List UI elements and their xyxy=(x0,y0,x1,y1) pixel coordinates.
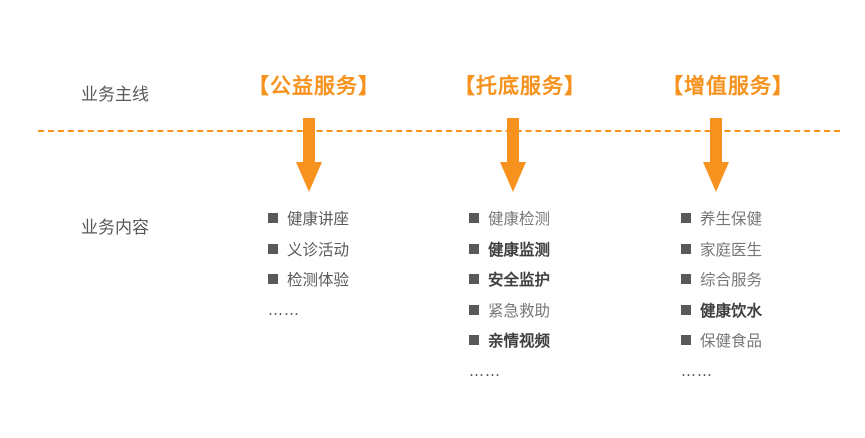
list-item-label: 紧急救助 xyxy=(488,301,551,320)
list-item: 健康饮水 xyxy=(681,295,762,326)
list-item-label: 健康饮水 xyxy=(700,301,763,320)
square-bullet-icon xyxy=(681,335,691,346)
square-bullet-icon xyxy=(469,243,479,254)
list-item: 健康监测 xyxy=(469,234,550,265)
list-item-label: 检测体验 xyxy=(287,271,350,290)
value-added-item-list: 养生保健 家庭医生 综合服务 健康饮水 保健食品 …… xyxy=(681,203,762,386)
title-value-added-service: 【增值服务】 xyxy=(662,74,794,98)
square-bullet-icon xyxy=(681,274,691,285)
more-ellipsis: …… xyxy=(268,300,300,319)
list-item-label: 亲情视频 xyxy=(488,332,551,351)
title-basic-support-service: 【托底服务】 xyxy=(454,74,586,98)
square-bullet-icon xyxy=(681,243,691,254)
square-bullet-icon xyxy=(681,213,691,224)
list-item-label: 健康监测 xyxy=(488,240,551,259)
list-item-label: 安全监护 xyxy=(488,271,551,290)
list-item: 综合服务 xyxy=(681,264,762,295)
row-label-content: 业务内容 xyxy=(81,218,149,238)
list-item: 健康讲座 xyxy=(268,203,349,234)
more-ellipsis: …… xyxy=(469,361,501,380)
row-label-main-line: 业务主线 xyxy=(81,85,149,105)
more-ellipsis: …… xyxy=(681,361,713,380)
list-item: 安全监护 xyxy=(469,264,550,295)
down-arrow-icon xyxy=(296,118,322,192)
square-bullet-icon xyxy=(469,304,479,315)
list-item: 保健食品 xyxy=(681,325,762,356)
dashed-divider-line xyxy=(38,130,840,132)
list-item: 养生保健 xyxy=(681,203,762,234)
list-item: 家庭医生 xyxy=(681,234,762,265)
list-item: 紧急救助 xyxy=(469,295,550,326)
down-arrow-icon xyxy=(703,118,729,192)
public-welfare-item-list: 健康讲座 义诊活动 检测体验 …… xyxy=(268,203,349,325)
list-item: 检测体验 xyxy=(268,264,349,295)
list-item-label: 保健食品 xyxy=(700,332,763,351)
list-item-label: 养生保健 xyxy=(700,210,763,229)
title-public-welfare-service: 【公益服务】 xyxy=(248,74,380,98)
list-item-label: 综合服务 xyxy=(700,271,763,290)
down-arrow-icon xyxy=(500,118,526,192)
list-item: 义诊活动 xyxy=(268,234,349,265)
square-bullet-icon xyxy=(268,274,278,285)
square-bullet-icon xyxy=(681,304,691,315)
list-item-label: 健康讲座 xyxy=(287,210,350,229)
basic-support-item-list: 健康检测 健康监测 安全监护 紧急救助 亲情视频 …… xyxy=(469,203,550,386)
square-bullet-icon xyxy=(469,213,479,224)
list-item-label: 家庭医生 xyxy=(700,240,763,259)
square-bullet-icon xyxy=(469,274,479,285)
list-item-label: 义诊活动 xyxy=(287,240,350,259)
list-item: 健康检测 xyxy=(469,203,550,234)
square-bullet-icon xyxy=(469,335,479,346)
list-item-label: 健康检测 xyxy=(488,210,551,229)
square-bullet-icon xyxy=(268,213,278,224)
square-bullet-icon xyxy=(268,243,278,254)
list-item: 亲情视频 xyxy=(469,325,550,356)
